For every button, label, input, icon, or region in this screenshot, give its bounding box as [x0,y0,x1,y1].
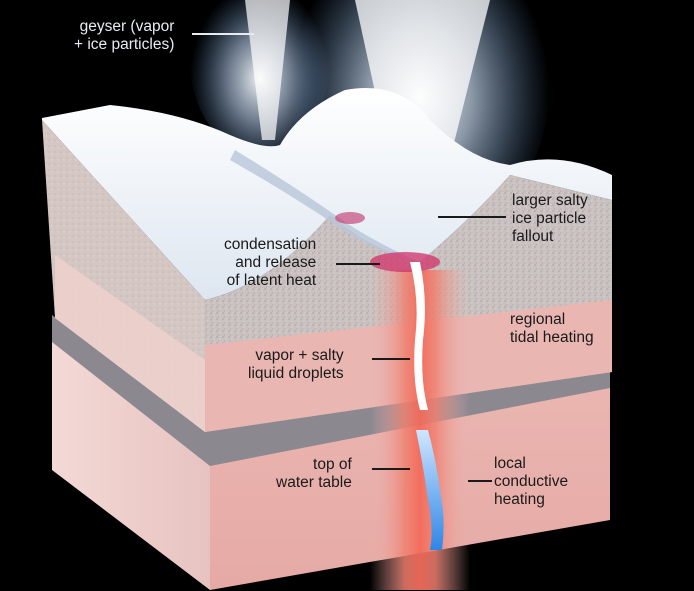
fault-gap [52,315,610,466]
ice-fracture-trough [230,150,420,262]
upper-block-left-face-pink [55,255,205,432]
leader-larger-salty [438,216,506,218]
label-condensation: condensation and release of latent heat [224,236,317,289]
label-vapor-droplets: vapor + salty liquid droplets [248,347,344,382]
label-regional-heating: regional tidal heating [510,311,594,346]
label-top-water-table: top of water table [276,456,352,491]
label-local-heating: local conductive heating [494,455,569,508]
lower-block-left-face [52,330,210,590]
vapor-conduit [410,262,428,410]
leader-geyser [192,33,254,35]
label-geyser: geyser (vapor + ice particles) [74,18,175,53]
water-channel [416,430,444,550]
vent-heat-release [370,252,440,272]
leader-vapor-droplets [372,358,410,360]
leader-condensation [336,263,380,265]
left-geyser-jet [245,0,290,140]
leader-local-heating [468,480,492,482]
ice-surface [42,88,612,300]
leader-top-water-table [372,468,410,470]
vent-heat-release-left [335,212,365,224]
label-larger-salty: larger salty ice particle fallout [512,192,588,245]
